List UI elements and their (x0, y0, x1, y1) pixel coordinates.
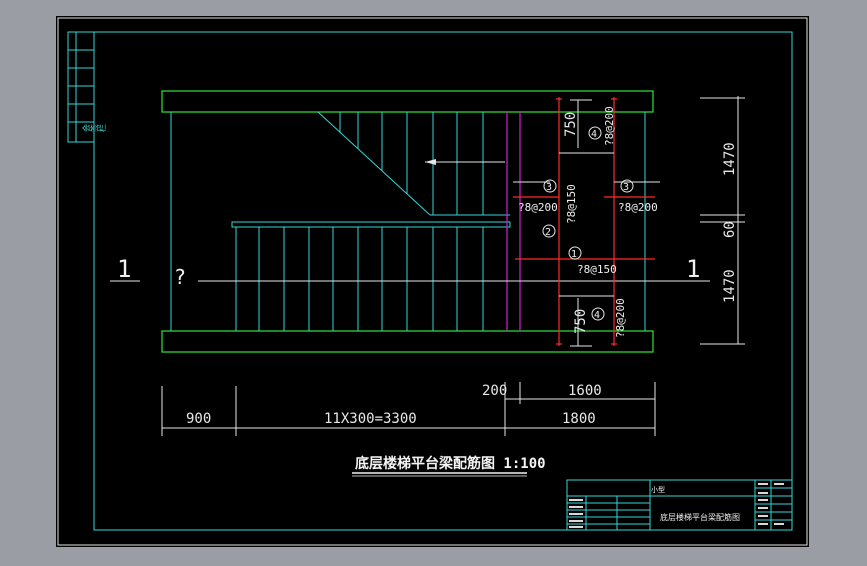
dim-right-1470-top: 1470 (722, 142, 738, 176)
slab-edges (506, 112, 521, 331)
title-block-header: 小型 (651, 485, 665, 494)
dim-900: 900 (186, 411, 211, 427)
dim-200: 200 (482, 383, 507, 399)
svg-text:4: 4 (594, 310, 600, 321)
bar-marks: 4 3 3 2 1 4 (542, 126, 634, 321)
stair-walls (170, 112, 646, 331)
svg-text:2: 2 (545, 227, 551, 238)
drawing-title: 底层楼梯平台梁配筋图 1:100 (352, 455, 546, 477)
rebar-label-top-4: ?8@200 (603, 106, 616, 146)
side-stamp-strip: 会签栏 (67, 31, 107, 143)
direction-arrow (425, 159, 505, 165)
rebar-labels: ?8@200 ?8@200 ?8@200 ?8@150 ?8@150 ?8@20… (518, 106, 658, 338)
handrail (231, 221, 511, 228)
lower-flight (235, 227, 484, 331)
svg-text:1: 1 (571, 249, 577, 260)
dim-750-top: 750 (563, 112, 579, 137)
section-mark-left: 1 (117, 255, 131, 283)
dimension-right: 1470 60 1470 (700, 96, 745, 345)
dimension-bottom: 900 11X300=3300 1800 200 1600 (161, 382, 656, 436)
section-mark-right: 1 (686, 255, 700, 283)
rebar-label-mid-1: ?8@150 (577, 263, 617, 276)
side-stamp-text: 会签栏 (81, 124, 107, 133)
rebar-label-bottom-4: ?8@200 (614, 298, 627, 338)
svg-text:3: 3 (546, 182, 552, 193)
title-text: 底层楼梯平台梁配筋图 1:100 (355, 455, 546, 472)
dim-750-bottom: 750 (573, 309, 589, 334)
title-block-drawing-name: 底层楼梯平台梁配筋图 (660, 512, 740, 522)
rebar-lines (513, 97, 655, 346)
rebar-label-mid-2: ?8@150 (565, 184, 578, 224)
dim-1800: 1800 (562, 411, 596, 427)
rebar-label-right-3: ?8@200 (618, 201, 658, 214)
inner-frame (93, 31, 793, 531)
question-mark: ? (174, 265, 186, 289)
section-cut: 1 1 ? (110, 255, 710, 289)
svg-text:4: 4 (591, 129, 597, 140)
dim-1600: 1600 (568, 383, 602, 399)
dim-right-1470-bottom: 1470 (722, 269, 738, 303)
title-block: 小型 底层楼梯平台梁配筋图 (566, 479, 793, 531)
rebar-label-left-3: ?8@200 (518, 201, 558, 214)
svg-text:3: 3 (623, 182, 629, 193)
outer-border (57, 17, 808, 546)
dim-right-60: 60 (722, 221, 738, 238)
dim-3300: 11X300=3300 (324, 411, 417, 427)
leaders (513, 99, 660, 347)
